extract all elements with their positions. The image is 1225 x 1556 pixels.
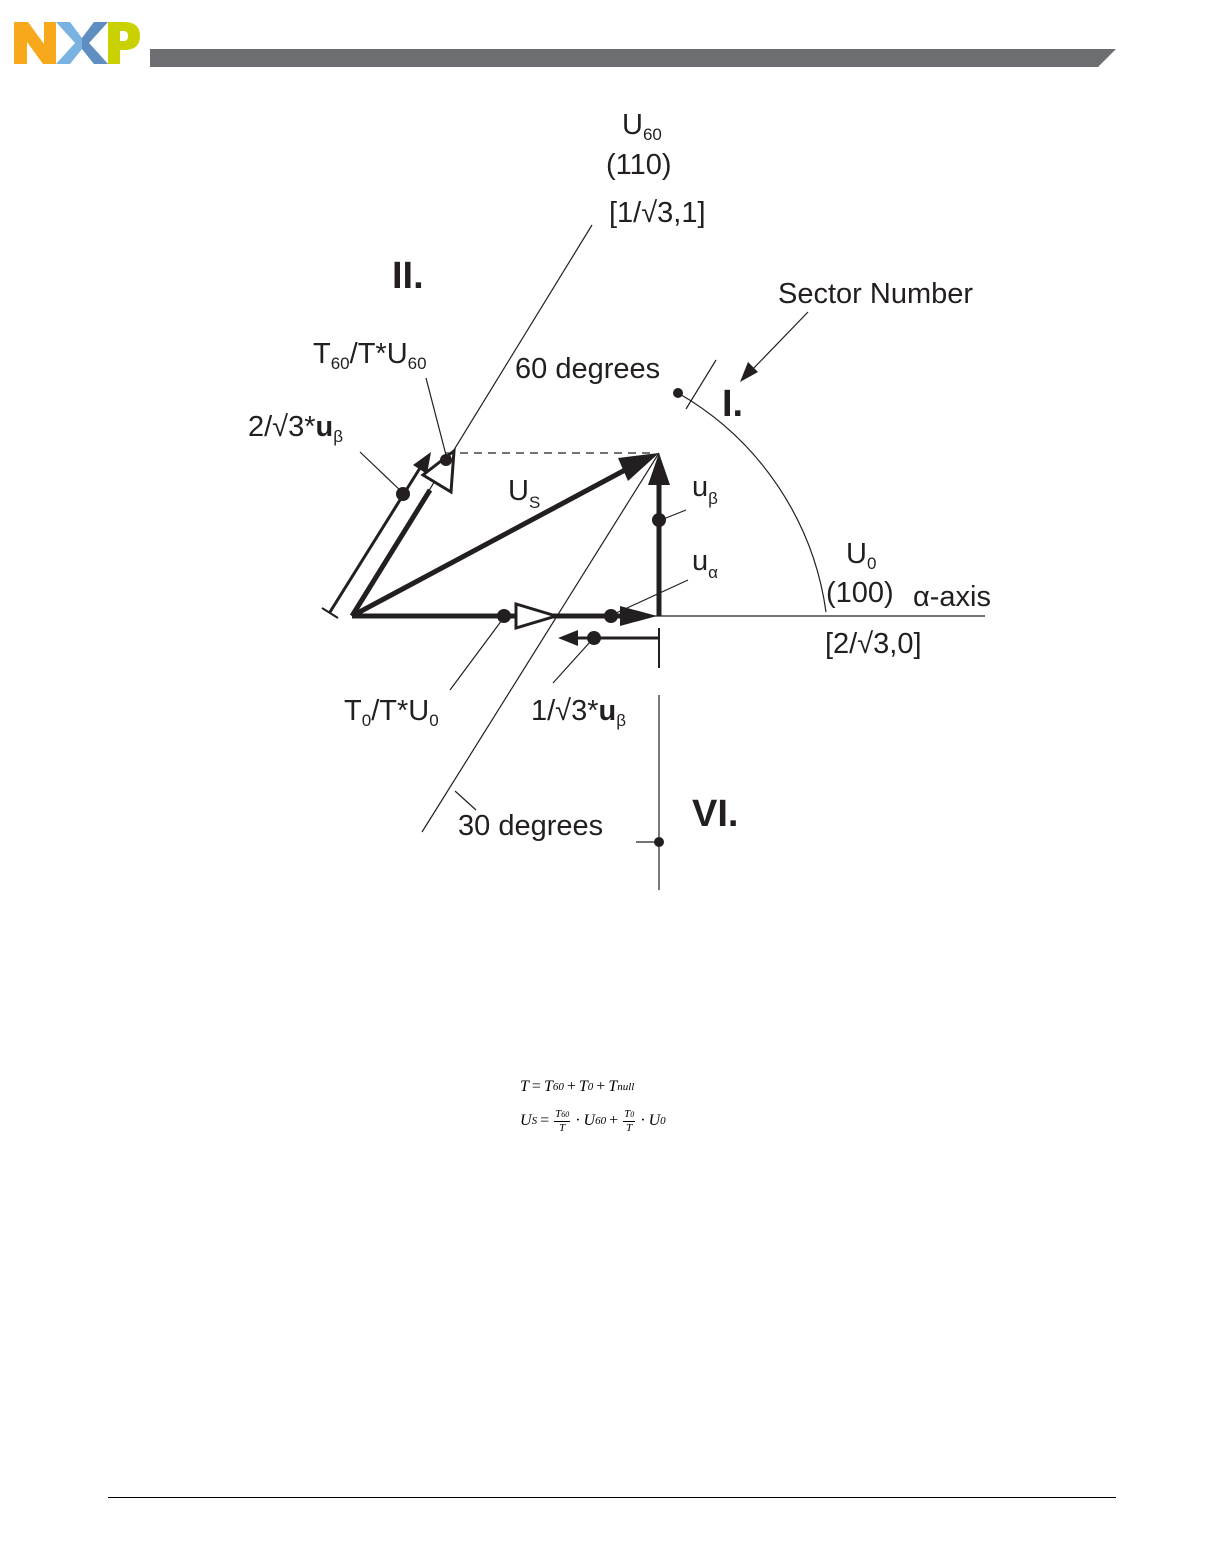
sector-I-label: I. — [722, 383, 743, 425]
t60-label: T60/T*U60 — [313, 338, 427, 373]
leader-two-over-sqrt3 — [360, 452, 402, 492]
t0-dot — [497, 609, 511, 623]
fraction-t0-over-t: T0 T — [623, 1108, 635, 1134]
u60-code: (110) — [606, 149, 672, 181]
u60-coords: [1/√3,1] — [609, 197, 706, 229]
leader-ubeta — [661, 510, 686, 520]
sector-boundary-tick — [686, 360, 716, 409]
one-over-sqrt3-arrowhead — [558, 630, 578, 646]
u0-name: U0 — [846, 538, 876, 573]
ualpha-label: uα — [692, 545, 718, 582]
u60-name: U60 — [622, 109, 662, 144]
t0-label: T0/T*U0 — [344, 695, 439, 730]
sector-II-label: II. — [392, 255, 424, 297]
u0-coords: [2/√3,0] — [825, 628, 922, 660]
t60-dot — [440, 454, 452, 466]
us-label: US — [508, 475, 540, 512]
u0-code: (100) — [826, 577, 894, 609]
two-over-sqrt3-label: 2/√3*uβ — [248, 411, 343, 446]
leader-one-over-sqrt3 — [553, 642, 590, 683]
leader-t60 — [426, 378, 446, 455]
angle-30-label: 30 degrees — [458, 810, 603, 842]
thirty-degree-line — [422, 453, 659, 832]
sector-VI-label: VI. — [692, 793, 738, 835]
sector-number-label: Sector Number — [778, 278, 973, 310]
one-over-sqrt3-label: 1/√3*uβ — [531, 695, 626, 730]
leader-t0 — [450, 620, 502, 690]
alpha-axis-label: α-axis — [913, 581, 991, 613]
beta-axis-dot — [654, 837, 664, 847]
fraction-t60-over-t: T60 T — [554, 1108, 570, 1134]
arc-dot — [673, 388, 683, 398]
leader-sector-number — [750, 312, 808, 372]
ualpha-dot — [604, 609, 618, 623]
leader-ualpha — [614, 580, 688, 614]
t0-hollow-arrowhead — [516, 604, 556, 628]
ubeta-dot — [652, 513, 666, 527]
sector-number-arrowhead — [740, 362, 758, 382]
angle-60-label: 60 degrees — [515, 353, 660, 385]
leader-thirty-degree — [455, 791, 476, 810]
footer-rule — [108, 1497, 1116, 1498]
ubeta-label: uβ — [692, 471, 718, 508]
